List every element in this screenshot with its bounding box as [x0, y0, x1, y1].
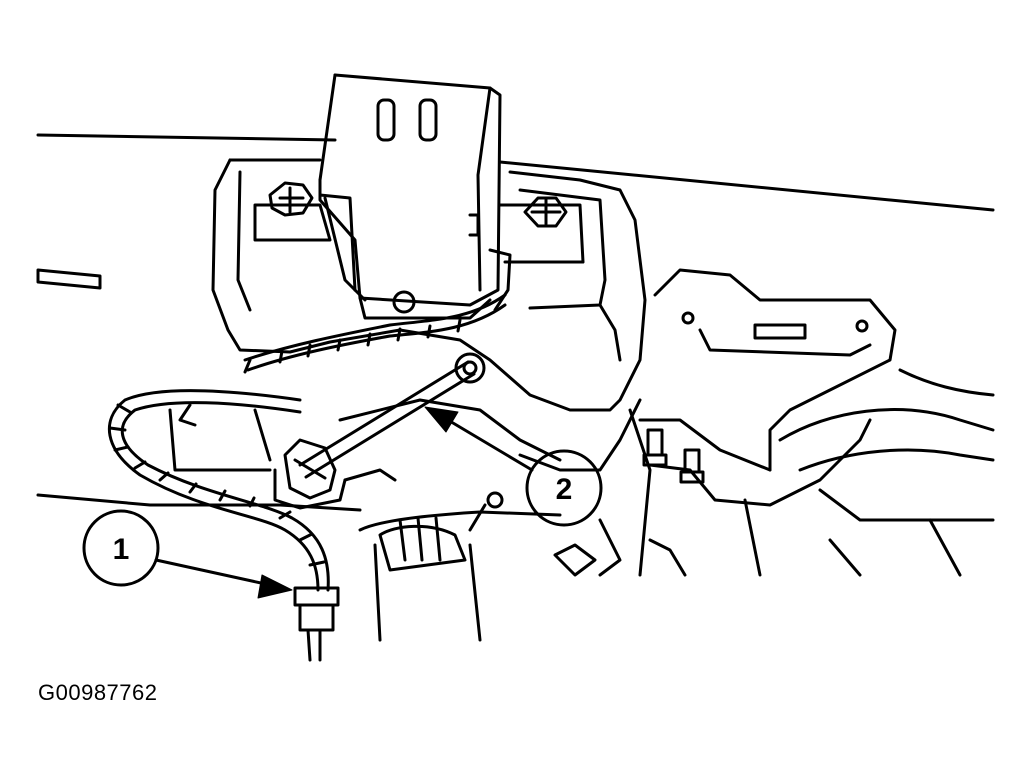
bolt-right — [523, 196, 568, 228]
wiring-harness — [243, 293, 507, 374]
callout-2: 2 — [525, 449, 603, 527]
callout-2-label: 2 — [556, 473, 573, 506]
bolt-left — [268, 181, 314, 217]
lower-chassis — [168, 398, 687, 642]
callout-2-leader — [424, 406, 534, 472]
mounting-bracket — [211, 158, 647, 412]
module-housing — [318, 73, 512, 320]
figure-id: G00987762 — [38, 680, 158, 705]
crossmember — [638, 268, 995, 577]
body-panel — [36, 133, 995, 512]
sensor-cable — [108, 389, 330, 592]
rod-retainer — [273, 438, 397, 510]
cable-connector — [293, 586, 340, 662]
callout-1-leader — [154, 558, 293, 599]
callout-1-label: 1 — [113, 533, 130, 566]
callout-1: 1 — [82, 509, 160, 587]
linkage-rod — [298, 352, 486, 479]
stud-nuts — [642, 428, 705, 484]
